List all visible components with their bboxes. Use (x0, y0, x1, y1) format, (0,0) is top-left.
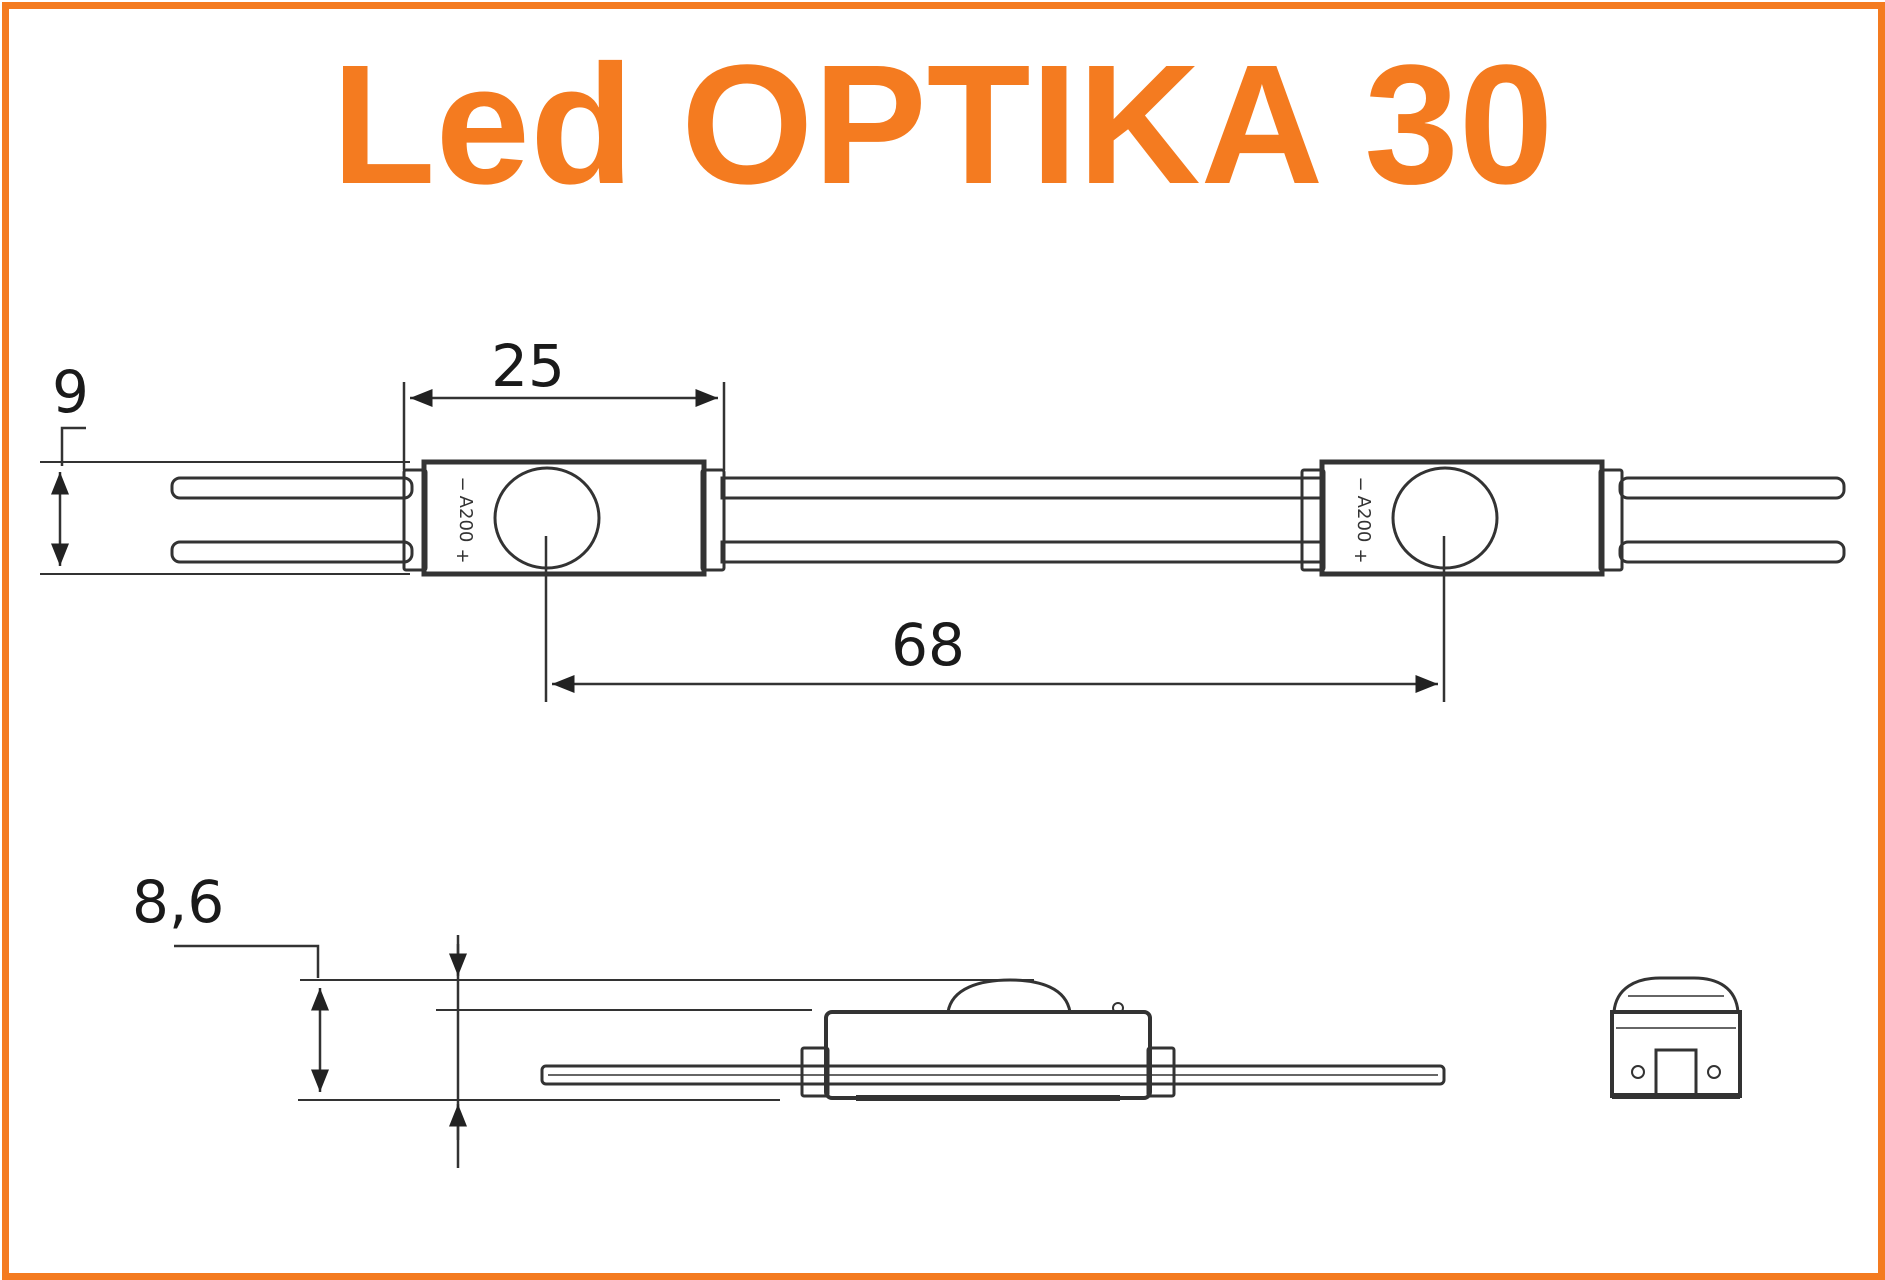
module-1-markings: − A200 + (452, 476, 476, 563)
led-module-1 (402, 459, 726, 702)
side-view (174, 935, 1446, 1168)
code-mark: A200 (1353, 496, 1374, 543)
page-title: Led OPTIKA 30 (331, 30, 1554, 220)
minus-mark: − (1350, 476, 1371, 491)
front-view (1610, 976, 1742, 1099)
minus-mark: − (452, 476, 473, 491)
led-module-2 (1300, 459, 1624, 702)
dim-pitch-label: 68 (891, 611, 965, 679)
dim-depth-label: 8,6 (132, 868, 224, 936)
dim-width-label: 25 (491, 332, 565, 400)
plus-mark: + (1350, 548, 1371, 563)
dim-height-label: 9 (52, 358, 89, 426)
code-mark: A200 (455, 496, 476, 543)
plus-mark: + (452, 548, 473, 563)
top-view (40, 382, 1846, 702)
module-2-markings: − A200 + (1350, 476, 1374, 563)
